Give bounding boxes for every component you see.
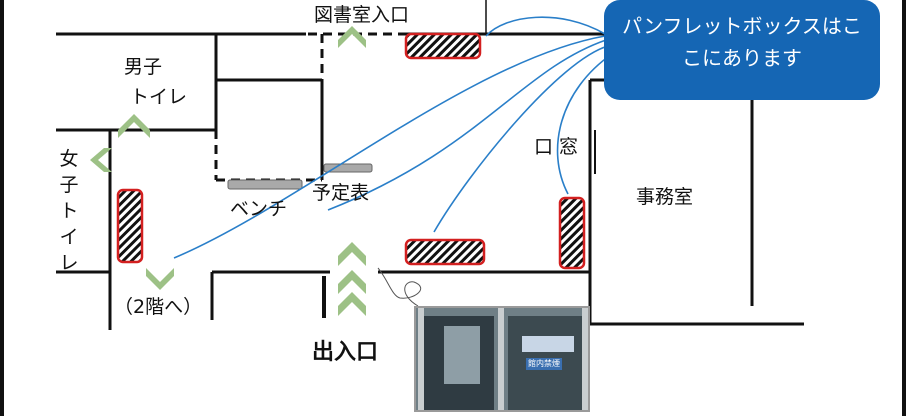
arrow-left-womens: [90, 148, 112, 172]
pamphlet-box-callout: パンフレットボックスはここにあります: [604, 0, 880, 100]
bench-shape: [227, 179, 303, 190]
dashed-walls: [214, 32, 396, 182]
interior-window: [522, 336, 574, 352]
womens-toilet-label-2: トイレ: [59, 200, 79, 274]
schedule-board-shape: [323, 163, 373, 173]
pamphlet-box-entrance: [404, 238, 486, 266]
bench-label: ベンチ: [230, 198, 288, 220]
arrow-down-stairs: [146, 268, 174, 290]
door-frame-left: [418, 308, 424, 410]
arrow-up-mens: [118, 114, 150, 138]
window-label: 口 窓: [534, 136, 579, 158]
window-mark: [589, 130, 596, 174]
door-frame-right: [582, 308, 588, 410]
womens-toilet-label-1: 女子: [59, 148, 79, 196]
mens-toilet-label-2: トイレ: [130, 86, 188, 108]
arrow-up-library: [338, 26, 366, 48]
pamphlet-box-library: [404, 32, 482, 60]
mens-toilet-label-1: 男子: [124, 56, 163, 78]
second-floor-label: （2階へ）: [114, 296, 203, 318]
interior-board: [444, 326, 480, 384]
pamphlet-boxes: [116, 32, 586, 270]
exit-entrance-label: 出入口: [312, 340, 379, 365]
arrow-up-entrance-3: [338, 292, 366, 316]
direction-arrows: [90, 26, 366, 316]
door-frame-center: [498, 308, 504, 410]
photo-leader: [377, 267, 422, 307]
leader-lines: [173, 16, 613, 259]
arrow-up-entrance-2: [338, 270, 366, 294]
pamphlet-box-stairs: [116, 188, 144, 264]
arrow-up-entrance-1: [338, 242, 366, 266]
pamphlet-box-office: [558, 196, 586, 270]
library-entrance-label: 図書室入口: [314, 4, 410, 26]
schedule-label: 予定表: [312, 182, 370, 204]
walls: [56, 0, 804, 330]
entrance-photo: 館内禁煙: [414, 306, 590, 412]
office-label: 事務室: [636, 186, 694, 208]
no-smoking-sign: 館内禁煙: [526, 358, 562, 370]
